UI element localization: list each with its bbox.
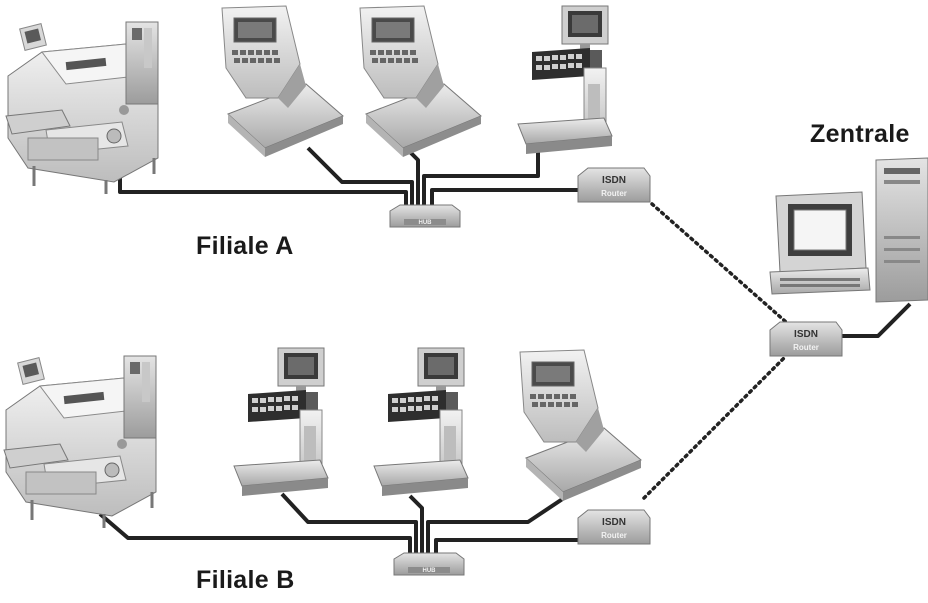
router-label-router: Router bbox=[601, 189, 627, 198]
pc-scale-icon bbox=[517, 5, 613, 155]
counter-scale-icon bbox=[359, 5, 482, 158]
isdn-router-filiale-a: ISDN Router bbox=[577, 167, 651, 203]
isdn-router-filiale-b: ISDN Router bbox=[577, 509, 651, 545]
hub-filiale-a: HUB bbox=[389, 204, 461, 228]
pc-scale-icon bbox=[373, 347, 469, 497]
label-zentrale: Zentrale bbox=[810, 120, 910, 148]
router-label-isdn: ISDN bbox=[602, 517, 626, 528]
isdn-link-b bbox=[642, 354, 788, 500]
isdn-link-a bbox=[650, 202, 788, 324]
router-label-router: Router bbox=[793, 343, 819, 352]
router-label-isdn: ISDN bbox=[794, 329, 818, 340]
label-filiale-a: Filiale A bbox=[196, 232, 294, 260]
counter-scale-icon bbox=[221, 5, 344, 158]
pc-scale-icon bbox=[233, 347, 329, 497]
hub-label: HUB bbox=[419, 220, 433, 226]
hub-filiale-b: HUB bbox=[393, 552, 465, 576]
isdn-router-zentrale: ISDN Router bbox=[769, 321, 843, 357]
wrapping-machine-icon bbox=[4, 20, 160, 196]
server-workstation-icon bbox=[769, 157, 928, 303]
cables-filiale-b bbox=[98, 488, 578, 553]
wrapping-machine-icon bbox=[2, 354, 158, 530]
router-label-router: Router bbox=[601, 531, 627, 540]
counter-scale-icon bbox=[519, 349, 642, 502]
label-filiale-b: Filiale B bbox=[196, 566, 295, 594]
cable-zentrale bbox=[838, 302, 912, 338]
router-label-isdn: ISDN bbox=[602, 175, 626, 186]
hub-label: HUB bbox=[423, 568, 437, 574]
cables-filiale-a bbox=[118, 146, 578, 205]
